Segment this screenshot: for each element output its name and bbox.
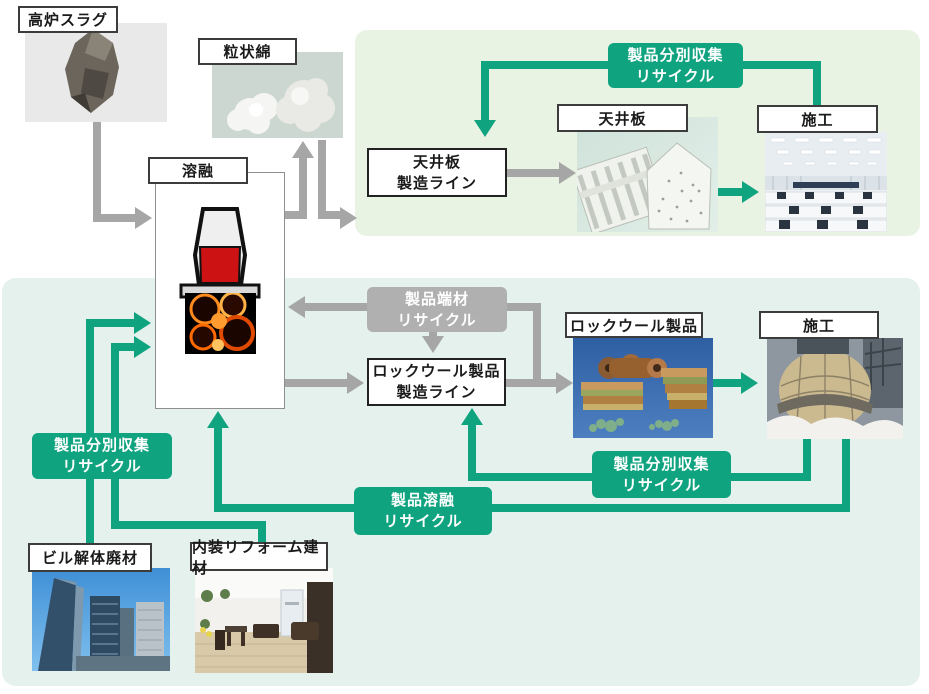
flow-arrowhead (474, 120, 496, 137)
flow-line (481, 61, 489, 121)
badge-text-line1: 製品分別収集 (627, 46, 724, 64)
construction-ceiling-image (765, 132, 887, 232)
flow-line (842, 439, 850, 512)
label-blast-furnace-slag: 高炉スラグ (18, 6, 118, 33)
flow-line (713, 379, 741, 387)
flow-line (86, 319, 134, 327)
granular-wool-image (212, 52, 343, 138)
flow-arrowhead (207, 411, 229, 428)
label-text: ビル解体廃材 (41, 550, 138, 567)
label-construction-rockwool: 施工 (759, 311, 879, 339)
flow-line (86, 319, 94, 545)
flow-arrowhead (422, 336, 444, 353)
flow-line (111, 343, 134, 351)
flow-line (318, 211, 340, 219)
box-rockwool-product-line: ロックウール製品 製造ライン (367, 358, 506, 406)
flow-arrowhead (340, 207, 357, 229)
blast-furnace-slag-image (25, 23, 167, 122)
rockwool-products-image (573, 338, 713, 438)
box-text-line2: 製造ライン (396, 174, 477, 192)
box-text-line2: 製造ライン (396, 384, 477, 401)
flow-arrowhead (135, 207, 152, 229)
flow-line (214, 427, 222, 504)
label-text: 高炉スラグ (27, 12, 108, 29)
badge-recycle-collection-top: 製品分別収集 リサイクル (608, 43, 743, 88)
flow-arrowhead (741, 372, 758, 394)
label-ceiling-board: 天井板 (557, 104, 688, 132)
label-construction-ceiling: 施工 (757, 105, 878, 133)
badge-text-line2: リサイクル (397, 311, 477, 329)
flow-line (813, 61, 821, 107)
badge-recycle-collection-left: 製品分別収集 リサイクル (32, 433, 172, 479)
label-text: 施工 (802, 317, 835, 335)
box-ceiling-board-line: 天井板 製造ライン (367, 148, 507, 197)
flow-line (304, 303, 367, 311)
badge-text-line1: 製品溶融 (390, 492, 455, 509)
building-demolition-image (32, 568, 170, 671)
flow-line (506, 379, 556, 387)
flow-line (93, 214, 135, 222)
flow-line (214, 504, 850, 512)
flow-arrowhead (288, 296, 305, 318)
label-interior-reform: 内装リフォーム建材 (190, 539, 328, 577)
badge-scrap-recycle: 製品端材 リサイクル (367, 287, 507, 332)
label-melting: 溶融 (148, 157, 248, 184)
construction-rockwool-image (767, 338, 903, 439)
badge-text-line1: 製品分別収集 (53, 437, 150, 454)
flow-arrowhead (347, 372, 364, 394)
label-text: 施工 (801, 111, 834, 129)
flow-line (283, 379, 347, 387)
badge-melt-recycle: 製品溶融 リサイクル (354, 487, 492, 535)
melting-furnace-panel (155, 172, 285, 409)
flow-line (283, 211, 307, 219)
label-building-demolition: ビル解体廃材 (28, 543, 152, 572)
label-rockwool-products: ロックウール製品 (565, 312, 703, 338)
flow-line (718, 188, 742, 196)
flow-arrowhead (742, 181, 759, 203)
ceiling-board-image (577, 117, 718, 232)
flow-line (258, 521, 266, 545)
flow-arrowhead (292, 141, 314, 158)
label-text: 天井板 (598, 110, 647, 128)
flow-line (507, 169, 559, 177)
flow-arrowhead (134, 336, 151, 358)
melting-furnace-icon (179, 207, 261, 299)
flow-arrowhead (556, 372, 573, 394)
badge-text-line1: 製品分別収集 (613, 455, 710, 473)
badge-text-line2: リサイクル (621, 476, 702, 494)
interior-reform-image (195, 568, 333, 673)
label-granular-wool: 粒状綿 (198, 38, 297, 65)
flow-line (318, 140, 326, 219)
badge-text-line2: リサイクル (635, 67, 716, 85)
flow-line (803, 439, 811, 481)
molten-material-image (185, 293, 256, 354)
flow-line (505, 303, 537, 311)
badge-text-line1: 製品端材 (404, 290, 469, 308)
label-text: 溶融 (181, 163, 214, 180)
label-text: 内装リフォーム建材 (192, 538, 320, 577)
box-text-line1: ロックウール製品 (372, 363, 501, 380)
flow-line (111, 521, 266, 529)
label-text: ロックウール製品 (569, 317, 698, 335)
flow-line (93, 122, 101, 222)
label-text: 粒状綿 (223, 44, 272, 61)
flow-line (429, 332, 437, 337)
flow-line (533, 303, 541, 386)
flow-line (468, 424, 476, 473)
flow-line (299, 158, 307, 219)
flow-arrowhead (559, 162, 576, 184)
box-text-line1: 天井板 (412, 153, 461, 171)
badge-recycle-collection-mid: 製品分別収集 リサイクル (592, 451, 731, 498)
badge-text-line2: リサイクル (383, 513, 463, 530)
flow-arrowhead (134, 312, 151, 334)
flow-arrowhead (461, 408, 483, 425)
badge-text-line2: リサイクル (62, 458, 142, 475)
